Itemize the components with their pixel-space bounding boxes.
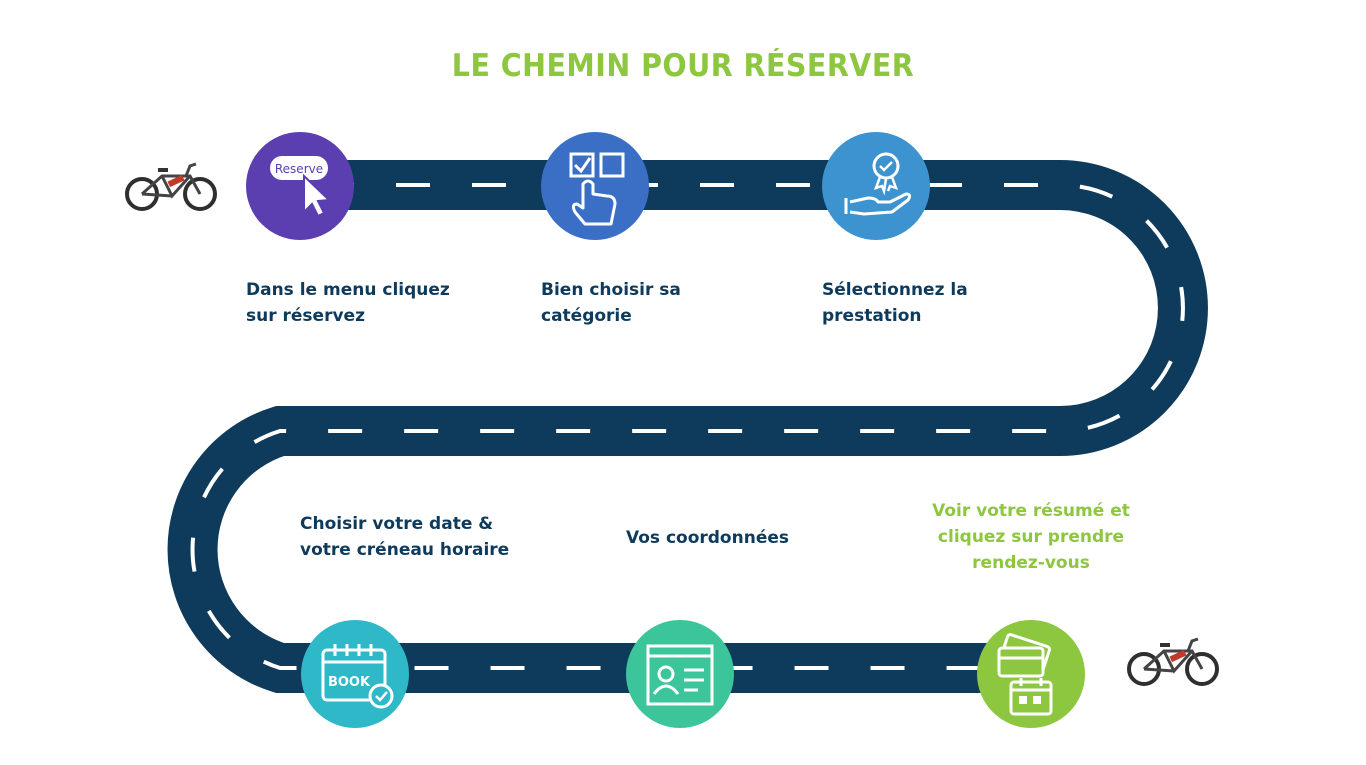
step-1-label: Dans le menu cliquez sur réservez: [246, 280, 450, 326]
step-2-circle: [541, 132, 649, 240]
calendar-book-icon: BOOK: [301, 620, 409, 728]
award-hand-icon: [822, 132, 930, 240]
bicycle-icon-end: [1127, 637, 1219, 686]
cards-calendar-icon: [977, 620, 1085, 728]
step-1-circle: Reserve: [246, 132, 354, 240]
bicycle-icon-start: [125, 162, 217, 211]
reserve-click-icon: Reserve: [246, 132, 354, 240]
reserve-icon-text: Reserve: [275, 162, 323, 176]
book-icon-text: BOOK: [328, 675, 371, 690]
id-card-icon: [626, 620, 734, 728]
step-3-circle: [822, 132, 930, 240]
step-5-circle: [626, 620, 734, 728]
step-4-label: Choisir votre date & votre créneau horai…: [300, 514, 510, 560]
page-title: LE CHEMIN POUR RÉSERVER: [451, 48, 915, 84]
step-5-label: Vos coordonnées: [626, 528, 789, 548]
step-4-circle: BOOK: [301, 620, 409, 728]
step-6-circle: [977, 620, 1085, 728]
checkbox-select-icon: [541, 132, 649, 240]
step-2-label: Bien choisir sa catégorie: [541, 280, 681, 326]
step-3-label: Sélectionnez la prestation: [822, 280, 968, 326]
step-6-label: Voir votre résumé et cliquez sur prendre…: [932, 501, 1130, 573]
